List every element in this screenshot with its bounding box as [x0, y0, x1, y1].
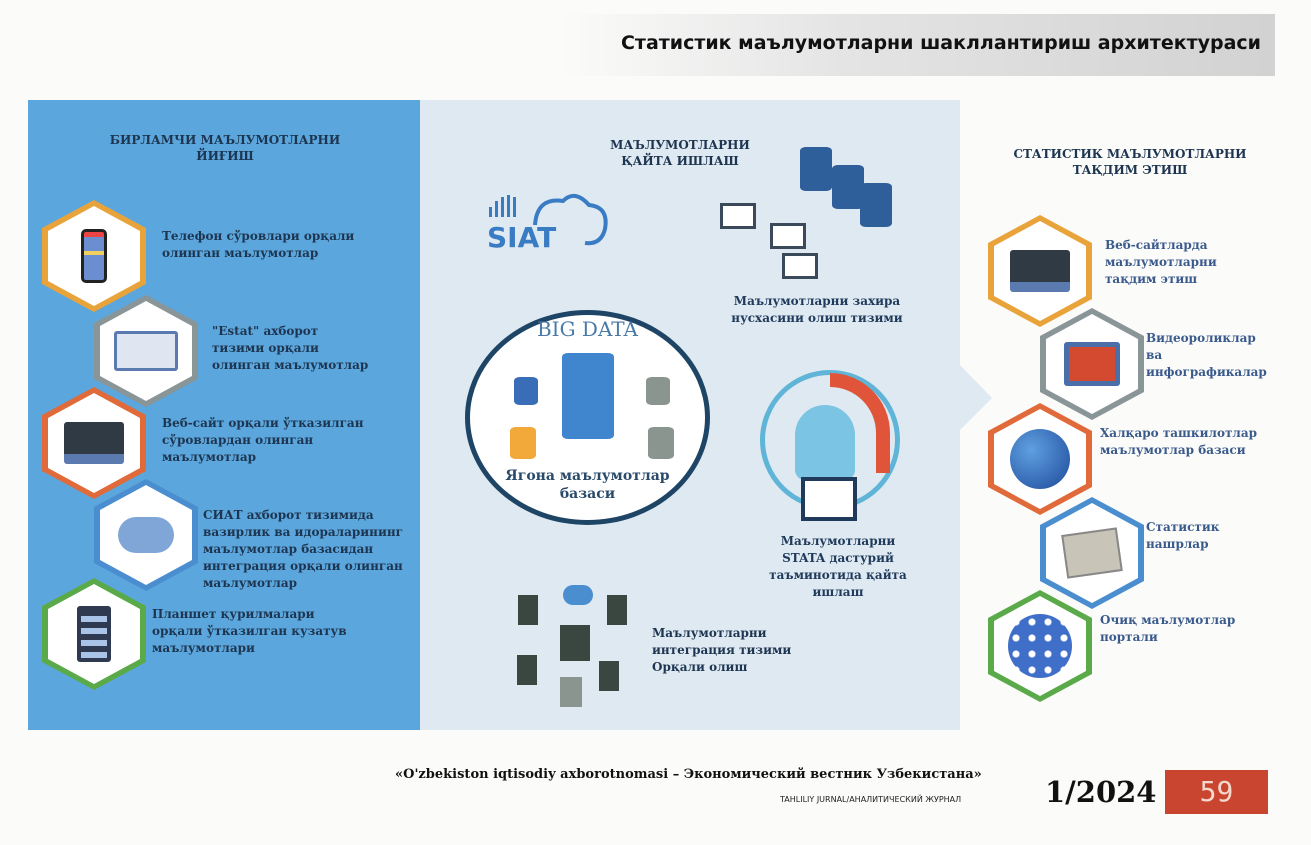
page-header-band: Статистик маълумотларни шакллантириш арх…: [560, 14, 1275, 76]
journal-subtitle: TAHLILIY JURNAL/АНАЛИТИЧЕСКИЙ ЖУРНАЛ: [780, 795, 962, 804]
processing-title: МАЪЛУМОТЛАРНИ ҚАЙТА ИШЛАШ: [610, 138, 750, 168]
big-data-label: BIG DATA: [536, 317, 638, 341]
left-item-label: СИАТ ахборот тизимида вазирлик ва идорал…: [203, 508, 403, 590]
right-item-label: Халқаро ташкилотлар маълумотлар базаси: [1100, 426, 1258, 457]
tablet-icon: [77, 606, 111, 662]
integration-servers-icon: [515, 585, 635, 710]
laptop-icon: [64, 422, 124, 464]
globe-icon: [1010, 429, 1070, 489]
video-icon: [1064, 342, 1120, 386]
stata-label: Маълумотларни STATA дастурий таъминотида…: [769, 534, 907, 599]
laptop-chart-icon: [114, 331, 178, 371]
database-icon: [510, 427, 536, 459]
database-icon: [514, 377, 538, 405]
journal-name: «O'zbekiston iqtisodiy axborotnomasi – Э…: [395, 767, 982, 782]
right-hexagon: [988, 403, 1092, 515]
backup-label: Маълумотларни захира нусхасини олиш тизи…: [731, 294, 903, 325]
laptop-icon: [1010, 250, 1070, 292]
left-item-label: Планшет қурилмалари орқали ўтказилган ку…: [152, 607, 347, 655]
right-hexagon: [1040, 308, 1144, 420]
issue-number: 1/2024: [1045, 775, 1157, 809]
smartphone-icon: [81, 229, 107, 283]
presentation-title: СТАТИСТИК МАЪЛУМОТЛАРНИ ТАҚДИМ ЭТИШ: [1013, 147, 1247, 177]
left-item-label: "Estat" ахборот тизими орқали олинган ма…: [212, 324, 369, 372]
db-label: Ягона маълумотлар базаси: [505, 468, 670, 502]
page-title: Статистик маълумотларни шакллантириш арх…: [620, 32, 1261, 54]
big-data-circle: BIG DATA Ягона маълумотлар базаси: [465, 310, 710, 525]
right-item-label: Очиқ маълумотлар портали: [1100, 613, 1236, 644]
siat-logo: SIAT: [487, 185, 617, 255]
integration-label: Маълумотларни интеграция тизими Орқали о…: [652, 626, 792, 674]
backup-network-icon: [720, 145, 900, 285]
database-icon: [648, 427, 674, 459]
api-cloud-icon: [118, 517, 174, 553]
database-icon: [562, 353, 614, 439]
left-hexagon: [42, 578, 146, 690]
right-hexagon: [988, 215, 1092, 327]
open-data-icon: [1008, 614, 1072, 678]
right-item-label: Веб-сайтларда маълумотларни тақдим этиш: [1105, 238, 1217, 286]
svg-text:SIAT: SIAT: [487, 221, 556, 254]
right-hexagon: [1040, 497, 1144, 609]
right-hexagon: [988, 590, 1092, 702]
right-item-label: Статистик нашрлар: [1146, 520, 1220, 551]
stata-processing-icon: [755, 365, 905, 525]
left-item-label: Веб-сайт орқали ўтказилган сўровлардан о…: [162, 416, 364, 464]
left-item-label: Телефон сўровлари орқали олинган маълумо…: [162, 229, 355, 260]
page-number: 59: [1165, 770, 1268, 814]
database-icon: [646, 377, 670, 405]
collection-title: БИРЛАМЧИ МАЪЛУМОТЛАРНИ ЙИҒИШ: [109, 133, 341, 163]
publications-icon: [1061, 527, 1123, 579]
right-item-label: Видеороликлар ва инфографикалар: [1146, 331, 1267, 379]
